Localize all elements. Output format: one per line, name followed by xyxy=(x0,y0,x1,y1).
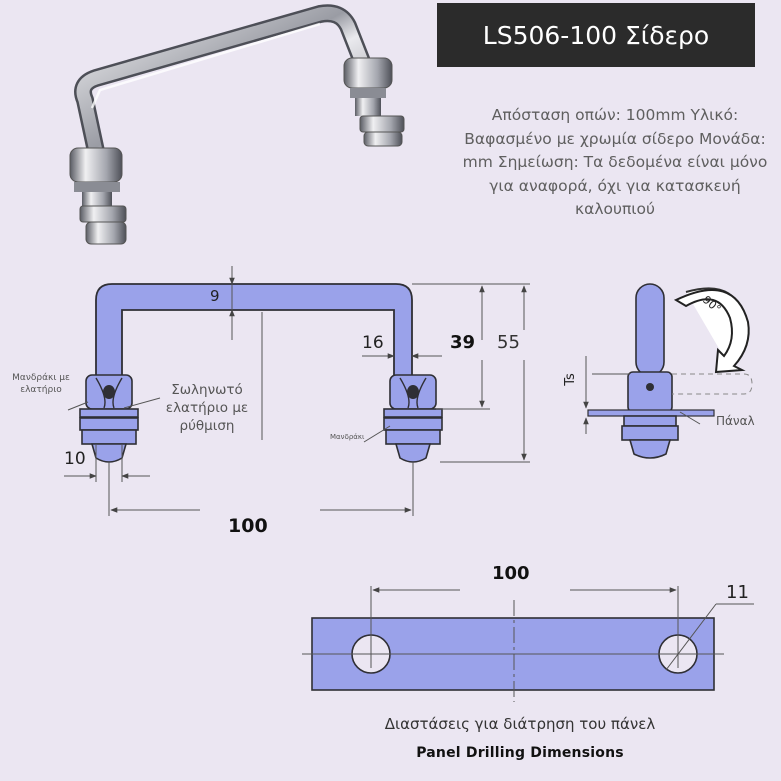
drill-dim-spacing: 100 xyxy=(492,563,530,584)
panel-drilling-view xyxy=(302,586,754,702)
label-washer: Μανδράκι xyxy=(330,433,365,441)
dim-height-39: 39 xyxy=(450,332,476,353)
product-description: Απόσταση οπών: 100mm Υλικό: Βαφασμένο με… xyxy=(462,106,768,218)
label-spring-washer: Μανδράκι με ελατήριο xyxy=(12,373,70,395)
front-view xyxy=(64,266,530,516)
label-ts: Ts xyxy=(562,373,578,386)
handle-photo xyxy=(69,4,405,245)
label-spring-adjust: Σωληνωτό ελατήριο με ρύθμιση xyxy=(165,382,249,434)
dim-hole-spacing: 100 xyxy=(228,515,268,537)
product-title: LS506-100 Σίδερο xyxy=(437,3,755,67)
dim-top-thickness: 9 xyxy=(210,287,220,305)
drill-dim-hole: 11 xyxy=(726,582,749,603)
dim-height-55: 55 xyxy=(497,332,520,353)
label-panel: Πάναλ xyxy=(716,414,755,428)
dim-inner-16: 16 xyxy=(362,333,384,353)
side-view xyxy=(583,283,753,459)
dim-base-10: 10 xyxy=(64,449,86,469)
caption-greek: Διαστάσεις για διάτρηση του πάνελ xyxy=(384,715,656,733)
caption-english: Panel Drilling Dimensions xyxy=(416,745,624,761)
